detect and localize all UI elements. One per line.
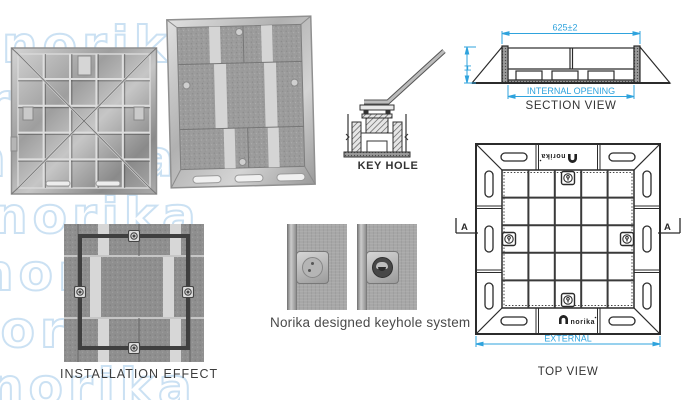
- keyhole-bosses: [73, 229, 195, 355]
- section-marker-right-text: A: [664, 222, 671, 233]
- paving-stripes: [90, 224, 181, 362]
- frame-slots: [484, 152, 652, 326]
- screw-marks: [182, 28, 299, 166]
- watermark-text: norika: [0, 357, 197, 400]
- norika-logo-top: norika: [539, 152, 577, 163]
- lifting-bracket: [77, 55, 92, 76]
- infill-seams: [177, 25, 304, 168]
- top-view-label: TOP VIEW: [537, 366, 599, 378]
- infill-stripes: [208, 25, 280, 169]
- keyhole-system-caption: Norika designed keyhole system: [270, 315, 471, 330]
- keyhole-open-icon: [372, 257, 393, 278]
- installation-effect-label: INSTALLATION EFFECT: [60, 367, 219, 381]
- height-dim-text: H: [463, 65, 473, 72]
- norika-logo-text: norika: [571, 319, 596, 326]
- paving-seams-light: [64, 255, 204, 319]
- latch-left: [22, 106, 34, 121]
- norika-logo-text: norika: [541, 152, 566, 159]
- key-icon: [364, 49, 446, 105]
- frame-miters: [166, 15, 316, 189]
- keyhole-section: [343, 104, 411, 158]
- installation-effect-drawing: [64, 224, 204, 362]
- latch-right: [133, 106, 145, 121]
- internal-opening-dimension: INTERNAL OPENING: [507, 85, 635, 99]
- section-marker-left: A: [455, 218, 478, 234]
- width-dimension: 625±2: [501, 23, 641, 44]
- section-marker-right: A: [658, 218, 681, 234]
- keyhole-plug-icon: [302, 257, 323, 278]
- section-marker-left-text: A: [461, 222, 468, 233]
- cover-underside-photo: [10, 47, 158, 195]
- keyhole-plate: [366, 251, 399, 284]
- rib-lines: [18, 54, 150, 188]
- diagonal-brace-lines: [17, 53, 151, 189]
- section-view-label: SECTION VIEW: [525, 100, 617, 112]
- key-hole-diagram: [343, 49, 446, 158]
- keyhole-open-photo: [357, 224, 417, 310]
- top-view-drawing: norika norika A A EXTERNAL: [455, 143, 681, 347]
- cover-infill-photo: [166, 15, 316, 189]
- rib-shadow-lines: [18, 54, 150, 188]
- section-view-drawing: 625±2 H INTERNAL OPENING: [463, 23, 672, 99]
- norika-logo-arch-icon: [559, 315, 568, 324]
- keyhole-closed-photo: [287, 224, 347, 310]
- keyhole-plate: [296, 251, 329, 284]
- external-dimension: EXTERNAL: [475, 334, 661, 347]
- width-dim-text: 625±2: [553, 23, 578, 33]
- section-body: [470, 45, 672, 84]
- internal-opening-text: INTERNAL OPENING: [527, 86, 615, 96]
- frame-slots: [192, 172, 306, 184]
- corner-miters: [11, 47, 157, 195]
- bottom-slots: [45, 180, 121, 187]
- edge-tab: [10, 136, 18, 152]
- key-hole-label: KEY HOLE: [357, 160, 419, 172]
- cover-grid: [502, 170, 634, 308]
- norika-logo-bottom: norika: [559, 315, 597, 326]
- height-dimension: H: [463, 46, 476, 84]
- norika-logo-arch-icon: [568, 154, 577, 163]
- external-dim-text: EXTERNAL: [544, 334, 592, 344]
- keyhole-bosses: [501, 170, 635, 308]
